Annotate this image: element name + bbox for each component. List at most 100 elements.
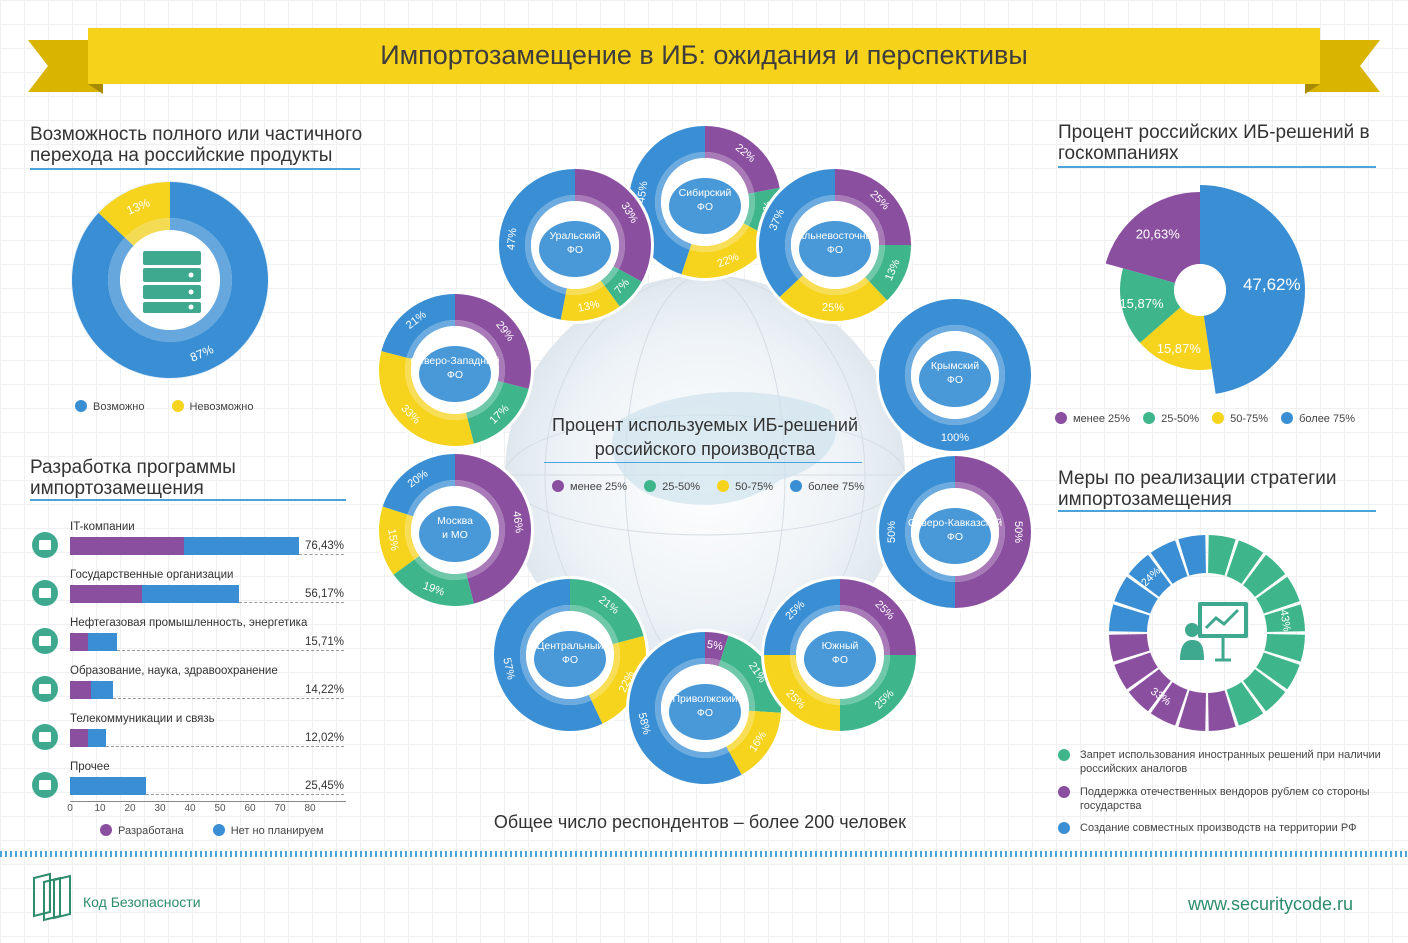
donut-segment: [759, 169, 835, 298]
company-logo-icon: [33, 872, 71, 922]
website-link[interactable]: www.securitycode.ru: [1188, 894, 1354, 914]
gov-pie-slice: [1120, 268, 1181, 343]
donut-label: 58%: [635, 712, 652, 737]
donut-inner-segment: [840, 605, 890, 655]
donut-inner-segment: [525, 195, 575, 295]
donut-label: 47%: [505, 227, 519, 250]
bar-total-label: 14,22%: [304, 684, 344, 696]
bar-planned: [88, 729, 107, 747]
donut-label: 13%: [577, 298, 601, 315]
donut-segment: [379, 506, 415, 575]
donut-segment: [764, 579, 840, 655]
donut-inner-segment: [785, 195, 835, 280]
measures-segment: [1109, 604, 1150, 632]
donut-inner-segment: [405, 357, 468, 420]
measures-label: 43%: [1277, 609, 1292, 633]
donut-inner-segment: [565, 280, 605, 295]
donut-segment: [955, 456, 1031, 608]
district-map-shape: [919, 351, 991, 407]
measures-segment: [1226, 682, 1264, 726]
district-name-suffix: ФО: [697, 707, 713, 719]
measures-segment: [1128, 669, 1171, 712]
district-name: Сибирский: [679, 187, 732, 199]
donut-segment: [382, 454, 455, 515]
presentation-icon: [32, 772, 58, 798]
donut-inner-segment: [570, 605, 619, 645]
bar-category-label: Прочее: [70, 761, 110, 773]
gov-pie-slice: [1200, 185, 1305, 394]
donut-inner-segment: [790, 605, 840, 655]
district-name-suffix: ФО: [562, 654, 578, 666]
donut-label: 45%: [635, 180, 650, 204]
measures-segment: [1109, 634, 1150, 662]
respondents-count: Общее число респондентов – более 200 чел…: [493, 812, 907, 832]
donut-inner-segment: [455, 480, 505, 579]
section-underline: [30, 499, 346, 501]
bar-dotted-line: [106, 746, 344, 747]
donut-segment: [494, 579, 603, 731]
bar-x-tick: 20: [124, 803, 136, 814]
donut-segment: [869, 245, 911, 301]
district-name: Крымский: [931, 360, 979, 372]
center-legend: менее 25% 25-50% 50-75% более 75%: [552, 480, 878, 493]
bar-x-tick: 60: [244, 803, 256, 814]
donut-inner-segment: [124, 218, 170, 246]
bar-x-tick: 30: [154, 803, 166, 814]
donut-segment: [681, 226, 772, 278]
measures-segment: [1150, 540, 1188, 584]
bar-dotted-line: [117, 650, 344, 651]
donut-segment: [575, 169, 651, 282]
bar-dotted-line: [112, 698, 344, 699]
measures-segment: [1178, 690, 1206, 731]
measures-segment: [1264, 634, 1305, 662]
donut-segment: [71, 182, 268, 378]
donut-segment: [779, 279, 888, 321]
header-banner: [28, 28, 1380, 94]
district-name-suffix: и МО: [442, 529, 468, 541]
donut-label: 5%: [706, 639, 724, 653]
donut-label: 50%: [1012, 521, 1024, 543]
donut-inner-segment: [600, 266, 619, 286]
donut-segment: [381, 294, 455, 358]
donut-inner-segment: [835, 195, 885, 245]
bar-developed: [70, 585, 142, 603]
district-name: Уральский: [549, 230, 600, 242]
measures-segment: [1256, 576, 1300, 614]
measures-segment: [1114, 576, 1158, 614]
bar-x-axis: [70, 801, 346, 802]
bar-dotted-line: [146, 794, 344, 795]
donut-label: 57%: [500, 657, 517, 681]
bar-x-tick: 70: [274, 803, 286, 814]
district-name-suffix: ФО: [832, 654, 848, 666]
bar-developed: [70, 537, 184, 555]
bar-total-label: 12,02%: [304, 732, 344, 744]
donut-inner-segment: [406, 320, 455, 360]
donut-segment: [629, 632, 742, 784]
donut-segment: [591, 636, 646, 724]
gov-pie-chart: 20,63%15,87%15,87%47,62%: [1105, 185, 1305, 394]
donut-inner-segment: [407, 480, 455, 517]
graduation-cap-icon: [32, 676, 58, 702]
district-name: Приволжский: [672, 693, 737, 705]
donut-inner-segment: [705, 152, 755, 194]
district-name: Дальневосточный: [791, 230, 879, 242]
donut-inner-segment: [798, 275, 870, 295]
measures-segment: [1208, 535, 1236, 576]
donut-segment: [840, 579, 916, 655]
measures-segment: [1226, 540, 1264, 584]
gov-pie-slice: [1105, 192, 1200, 283]
donut-inner-segment: [743, 192, 755, 227]
bar-total-label: 25,45%: [304, 780, 344, 792]
donut-label: 25%: [822, 302, 845, 315]
section-underline: [1058, 166, 1376, 168]
bar-x-tick: 50: [214, 803, 226, 814]
database-icon: [32, 532, 58, 558]
donut-inner-segment: [865, 245, 885, 282]
